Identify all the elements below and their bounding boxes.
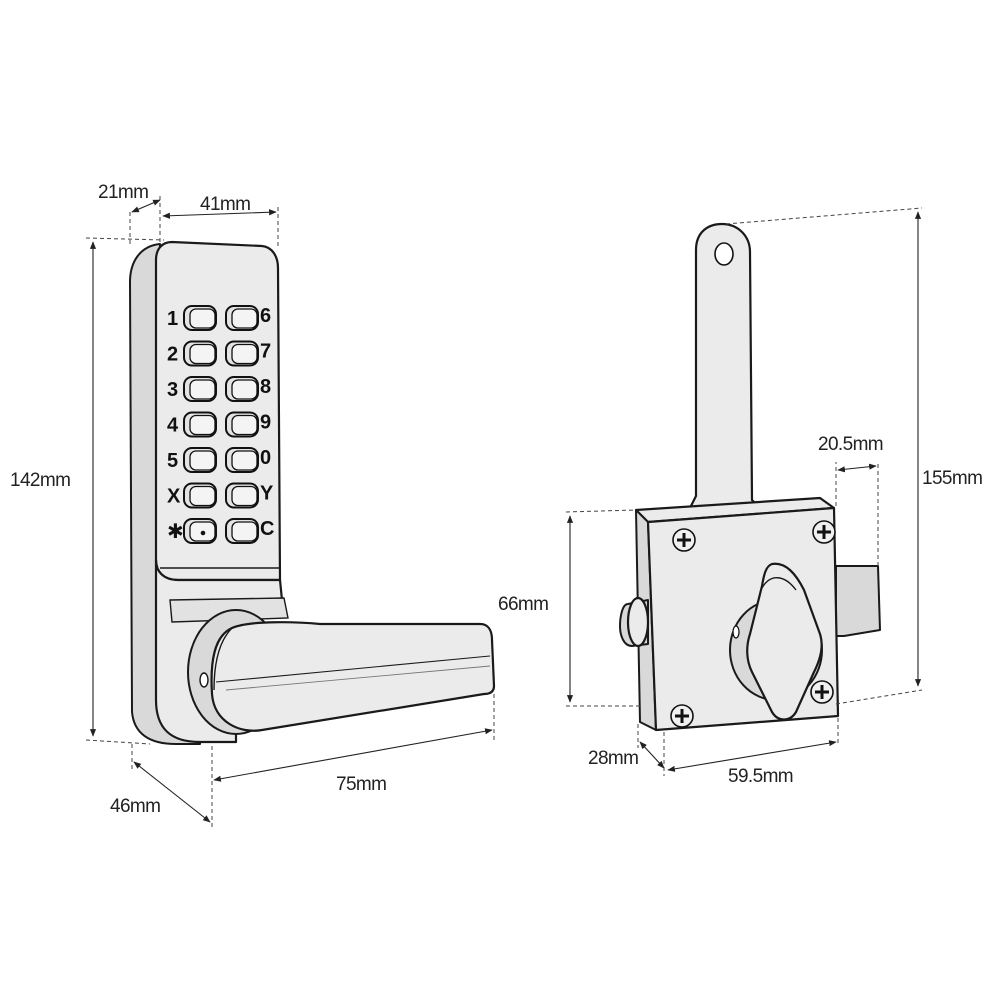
key-label-left: ✱ <box>167 521 184 543</box>
keypad-height-label: 142mm <box>10 470 70 491</box>
keypad-button-right-3[interactable] <box>225 411 259 438</box>
key-label-right: 8 <box>260 376 271 398</box>
key-label-left: 4 <box>167 415 179 437</box>
lever-handle <box>210 621 496 732</box>
key-label-left: X <box>167 486 181 508</box>
thumbturn-knob <box>746 562 823 721</box>
keeper-arm <box>686 222 766 514</box>
key-label-right: Y <box>260 483 274 505</box>
keypad-buttons: 1 6 2 7 3 8 4 9 5 0X Y ✱ C <box>167 305 274 544</box>
overall-height-label: 155mm <box>922 468 982 489</box>
case-width-label: 59.5mm <box>728 766 793 787</box>
keypad-button-left-2[interactable] <box>183 376 217 402</box>
keypad-unit: 1 6 2 7 3 8 4 9 5 0X Y ✱ C <box>129 240 496 745</box>
lock-case-height-label: 66mm <box>498 594 548 615</box>
screw-bottom-left-icon <box>670 704 694 728</box>
key-label-left: 2 <box>167 344 178 366</box>
keypad-dimensions: 21mm 41mm 142mm 46mm 75mm <box>10 182 495 828</box>
bolt-throw-label: 20.5mm <box>818 434 883 455</box>
keypad-button-left-1[interactable] <box>183 340 217 367</box>
key-label-left: 3 <box>167 379 178 401</box>
keeper-fixing-hole <box>714 242 734 266</box>
case-depth-label: 28mm <box>588 748 638 769</box>
key-label-right: 7 <box>260 341 271 363</box>
keypad-button-left-0[interactable] <box>183 305 217 331</box>
rim-lock-dimensions: 155mm 66mm 20.5mm 28mm 59.5mm <box>498 207 983 787</box>
key-label-left: 1 <box>167 308 178 330</box>
case-screws <box>670 520 836 728</box>
lock-bolt <box>835 565 881 637</box>
screw-bottom-right-icon <box>810 680 834 704</box>
keypad-button-right-2[interactable] <box>225 376 259 402</box>
keypad-depth-label: 21mm <box>98 182 148 203</box>
key-override-hole <box>199 672 209 688</box>
rim-lock-unit <box>619 222 881 732</box>
handle-length-label: 75mm <box>336 774 386 795</box>
keypad-button-left-6[interactable] <box>183 518 217 544</box>
key-label-right: 6 <box>260 305 271 327</box>
keypad-button-right-4[interactable] <box>225 447 259 473</box>
keypad-button-left-3[interactable] <box>183 411 217 438</box>
keypad-button-right-1[interactable] <box>225 340 259 367</box>
handle-depth-label: 46mm <box>110 796 160 817</box>
screw-top-right-icon <box>812 520 836 544</box>
key-label-right: 9 <box>260 412 271 434</box>
key-label-right: C <box>260 518 274 540</box>
keypad-button-left-5[interactable] <box>183 482 217 509</box>
screw-top-left-icon <box>672 528 696 552</box>
keypad-button-right-6[interactable] <box>225 518 259 544</box>
key-label-left: 5 <box>167 450 178 472</box>
keypad-button-right-0[interactable] <box>225 305 259 331</box>
keypad-width-label: 41mm <box>200 194 250 215</box>
keypad-button-right-5[interactable] <box>225 482 259 509</box>
key-label-right: 0 <box>260 447 271 469</box>
keypad-button-left-4[interactable] <box>183 447 217 473</box>
